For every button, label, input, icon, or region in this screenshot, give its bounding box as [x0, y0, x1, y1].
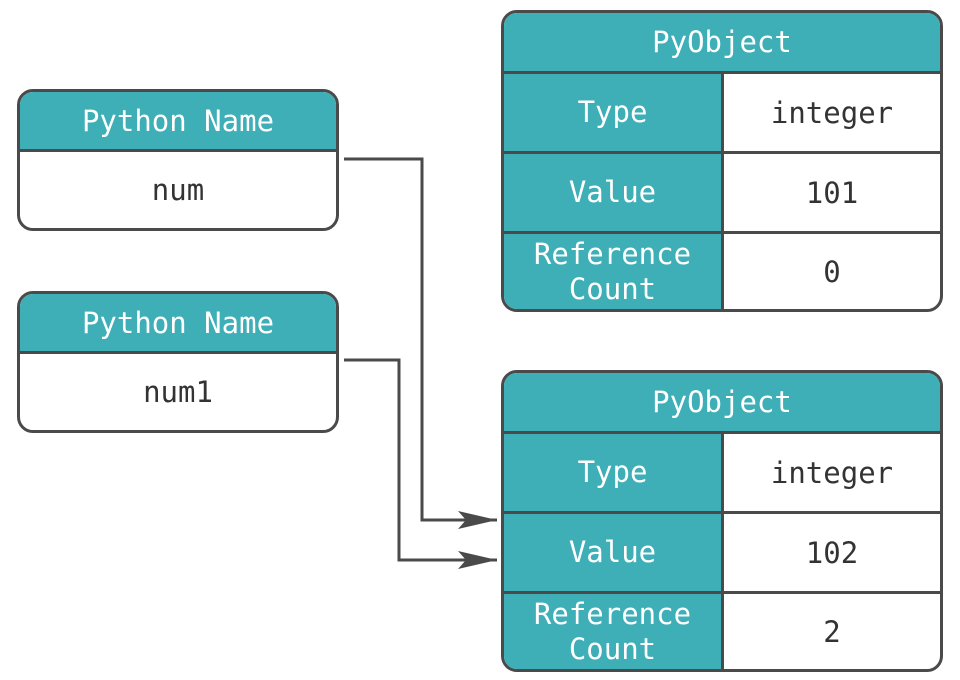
pyobject-key: Value — [504, 514, 724, 591]
pyobject-header: PyObject — [504, 13, 940, 74]
pyobject-row-refcount: Reference Count 2 — [504, 594, 940, 669]
pyobject-value: 102 — [805, 535, 859, 570]
python-name-header: Python Name — [20, 92, 336, 152]
pyobject-box-102: PyObject Type integer Value 102 Referenc… — [501, 370, 943, 672]
arrow-num1-to-pyobject — [344, 358, 497, 562]
arrowhead-num1 — [458, 551, 497, 569]
pyobject-row-value: Value 102 — [504, 514, 940, 594]
python-name-header: Python Name — [20, 294, 336, 354]
pyobject-key: Type — [504, 434, 724, 511]
pyobject-row-value: Value 101 — [504, 154, 940, 234]
pyobject-value: 2 — [823, 615, 841, 649]
pyobject-key: Value — [504, 154, 724, 231]
python-name-box-num: Python Name num — [17, 89, 339, 231]
pyobject-value: integer — [770, 95, 894, 130]
pyobject-value: 101 — [805, 175, 859, 210]
pyobject-header: PyObject — [504, 373, 940, 434]
pyobject-row-refcount: Reference Count 0 — [504, 234, 940, 309]
pyobject-value: 0 — [823, 255, 841, 289]
pyobject-key: Type — [504, 74, 724, 151]
arrow-num-to-pyobject — [344, 157, 497, 522]
python-name-box-num1: Python Name num1 — [17, 291, 339, 433]
pyobject-row-type: Type integer — [504, 74, 940, 154]
pyobject-value: integer — [770, 455, 894, 490]
python-name-value: num — [151, 173, 205, 207]
pyobject-key: Reference Count — [504, 594, 724, 669]
arrowhead-num — [458, 511, 497, 529]
pyobject-key: Reference Count — [504, 234, 724, 309]
pyobject-row-type: Type integer — [504, 434, 940, 514]
python-name-value: num1 — [143, 375, 213, 409]
pyobject-box-101: PyObject Type integer Value 101 Referenc… — [501, 10, 943, 312]
